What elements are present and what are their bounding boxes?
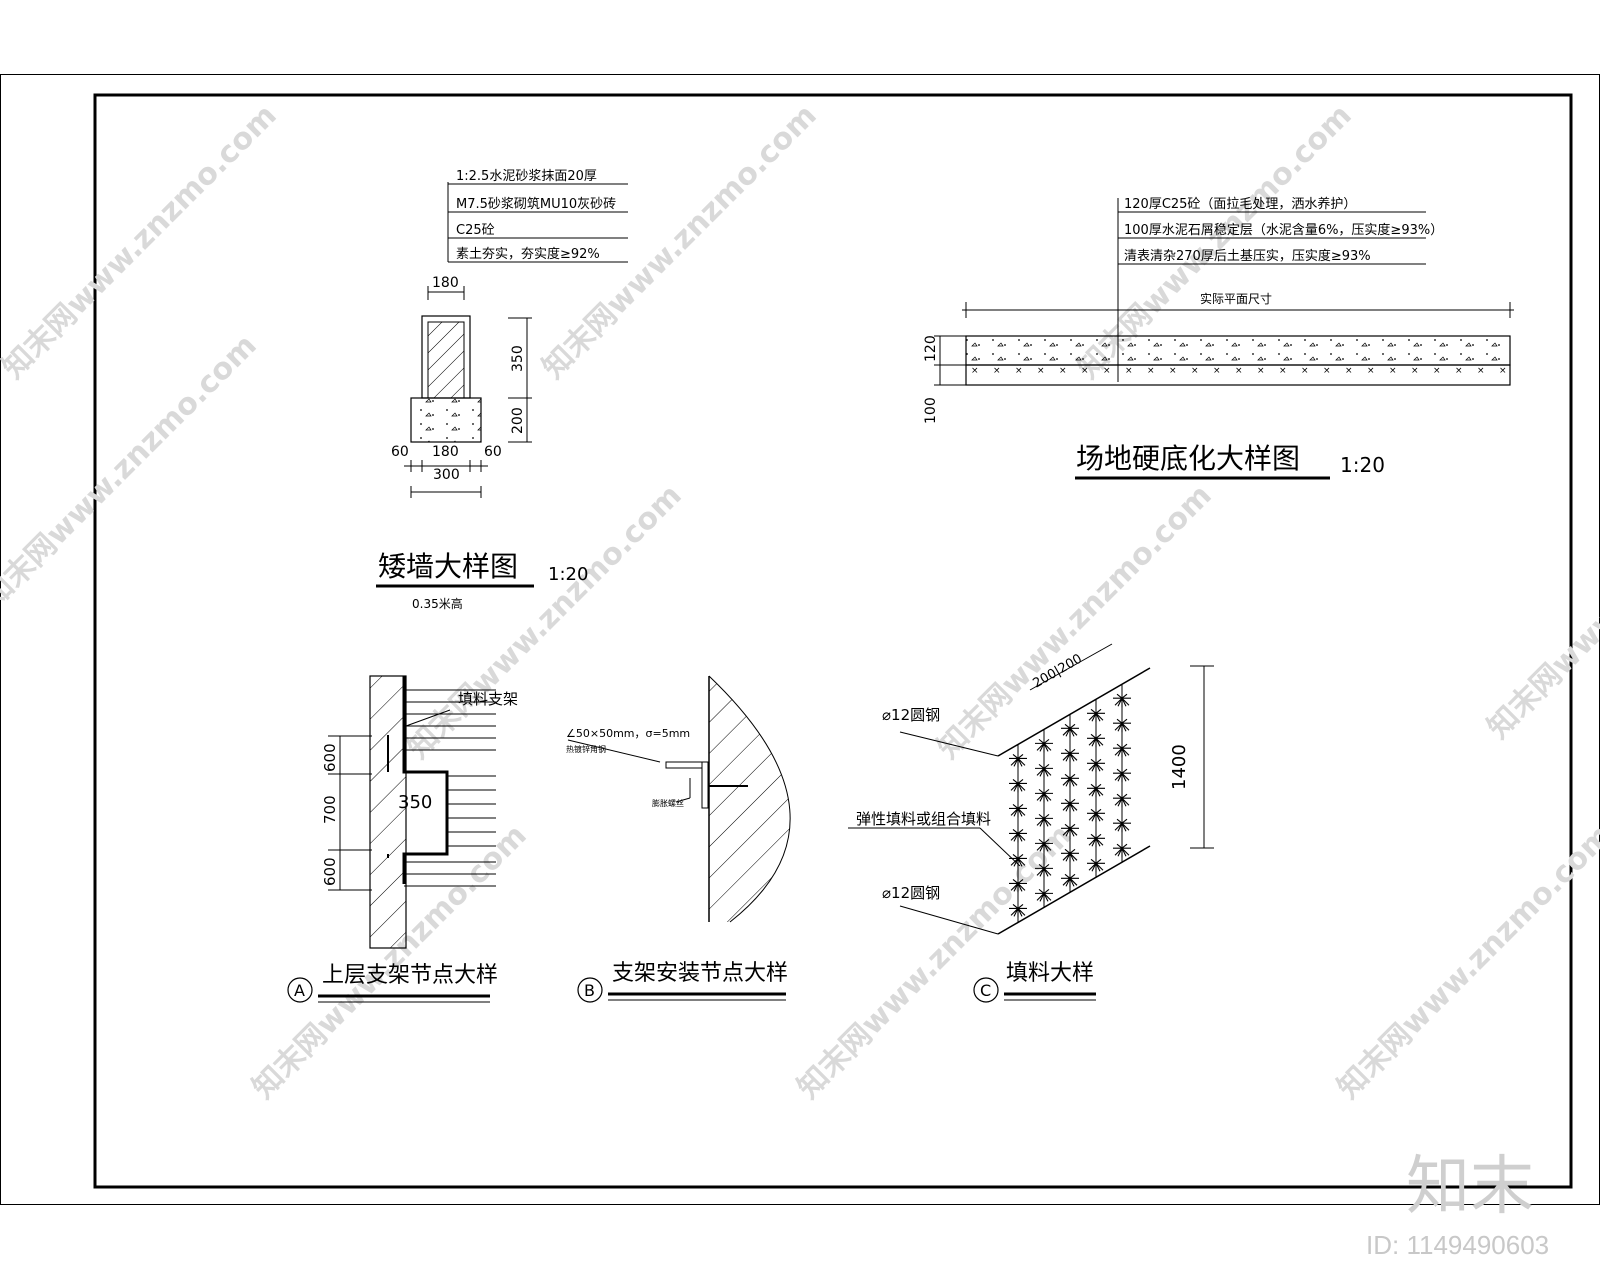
fill-tuft	[1087, 758, 1105, 773]
fill-tuft	[1009, 778, 1027, 793]
fill-tuft	[1035, 788, 1053, 803]
layer-label: 素土夯实，夯实度≥92%	[456, 246, 600, 262]
drawing-title: 支架安装节点大样	[612, 961, 788, 986]
fill-tuft	[1009, 803, 1027, 818]
detail-tag: A	[294, 981, 305, 1000]
watermark-text: 知末网www.znzmo.com	[0, 328, 264, 616]
paving-detail: 120厚C25砼（面拉毛处理，洒水养护） 100厚水泥石屑稳定层（水泥含量6%，…	[923, 196, 1514, 480]
fill-tuft	[1035, 738, 1053, 753]
dim-label: 60	[484, 444, 502, 460]
detail-c: 200|200 ⌀12圆钢 弹性填料或组合填料 ⌀12圆钢 1400 C 填料大…	[848, 643, 1214, 1003]
watermark-text: 知末网www.znzmo.com	[1481, 458, 1600, 746]
fill-tuft	[1061, 823, 1079, 838]
fill-tuft	[1087, 733, 1105, 748]
callout-label: 弹性填料或组合填料	[856, 810, 991, 828]
watermark-text: 知末网www.znzmo.com	[931, 478, 1219, 766]
drawing-note: 0.35米高	[412, 596, 463, 611]
callout-sublabel: 热镀锌角钢	[566, 744, 606, 754]
low-wall-detail: 1:2.5水泥砂浆抹面20厚 M7.5砂浆砌筑MU10灰砂砖 C25砼 素土夯实…	[376, 169, 628, 611]
fill-tuft	[1035, 888, 1053, 903]
callout-label: 填料支架	[458, 690, 518, 708]
fill-tuft	[1009, 753, 1027, 768]
dim-label: 100	[923, 397, 939, 424]
image-id: ID: 1149490603	[1366, 1230, 1549, 1260]
drawing-title: 填料大样	[1006, 961, 1094, 986]
callout-label: ⌀12圆钢	[882, 706, 940, 724]
dim-label: 180	[432, 444, 459, 460]
fill-tuft	[1113, 793, 1131, 808]
span-label: 实际平面尺寸	[1200, 291, 1272, 306]
drawing-title: 上层支架节点大样	[322, 963, 498, 988]
dim-label: 350	[510, 345, 526, 372]
fill-tuft	[1113, 693, 1131, 708]
outer-frame	[0, 74, 1600, 1205]
fill-tuft	[1087, 708, 1105, 723]
detail-tag: C	[980, 981, 991, 1000]
fill-tuft	[1061, 798, 1079, 813]
layer-label: C25砼	[456, 223, 495, 238]
detail-tag: B	[584, 981, 595, 1000]
layer-label: M7.5砂浆砌筑MU10灰砂砖	[456, 196, 616, 212]
layer-label: 120厚C25砼（面拉毛处理，洒水养护）	[1124, 196, 1356, 212]
dim-label: 60	[391, 444, 409, 460]
drawing-scale: 1:20	[1340, 453, 1385, 477]
fill-tuft	[1087, 858, 1105, 873]
dim-label: 200	[510, 407, 526, 434]
layer-label: 1:2.5水泥砂浆抹面20厚	[456, 169, 597, 184]
brand-logo-text: 知末	[1406, 1150, 1534, 1224]
fill-tuft	[1087, 783, 1105, 798]
fill-tuft	[1061, 723, 1079, 738]
fill-tuft	[1113, 818, 1131, 833]
watermark-text: 知末网www.znzmo.com	[401, 478, 689, 766]
fill-tuft	[1061, 773, 1079, 788]
fill-tuft	[1035, 838, 1053, 853]
fill-tuft	[1035, 763, 1053, 778]
detail-b: ∠50×50mm，σ=5mm 热镀锌角钢 膨胀螺丝 B 支架安装节点大样	[566, 675, 791, 1003]
fill-tuft	[1035, 813, 1053, 828]
dim-label: 300	[433, 467, 460, 483]
watermark-text: 知末网www.znzmo.com	[1331, 818, 1600, 1106]
layer-label: 100厚水泥石屑稳定层（水泥含量6%，压实度≥93%）	[1124, 222, 1443, 238]
fill-tuft	[1061, 748, 1079, 763]
dim-label: 600	[321, 857, 339, 886]
callout-label: ⌀12圆钢	[882, 884, 940, 902]
inner-frame	[93, 93, 1573, 1189]
fill-tuft	[1113, 768, 1131, 783]
dim-label: 700	[321, 795, 339, 824]
fill-tuft	[1087, 833, 1105, 848]
detail-a: 填料支架 600 700 600 350 A 上层支架节点大样	[287, 675, 518, 1003]
callout-label: 膨胀螺丝	[652, 798, 684, 808]
dim-label: 120	[923, 335, 939, 362]
dim-label: 350	[398, 792, 432, 813]
callout-label: ∠50×50mm，σ=5mm	[566, 727, 690, 740]
drawing-scale: 1:20	[548, 564, 588, 585]
fill-tuft	[1113, 743, 1131, 758]
fill-tuft	[1009, 878, 1027, 893]
dim-label: 1400	[1169, 744, 1190, 790]
fill-tuft	[1061, 873, 1079, 888]
fill-tuft	[1009, 903, 1027, 918]
fill-tuft	[1009, 828, 1027, 843]
fill-tuft	[1113, 718, 1131, 733]
fill-tuft	[1035, 863, 1053, 878]
drawing-title: 矮墙大样图	[378, 550, 518, 583]
fill-tuft	[1113, 843, 1131, 858]
fill-tuft	[1061, 848, 1079, 863]
dim-label: 600	[321, 743, 339, 772]
drawing-title: 场地硬底化大样图	[1076, 442, 1300, 475]
layer-label: 清表清杂270厚后土基压实，压实度≥93%	[1124, 248, 1371, 264]
dim-label: 180	[432, 275, 459, 291]
watermark-text: 知末网www.znzmo.com	[536, 98, 824, 386]
fill-tuft	[1087, 808, 1105, 823]
